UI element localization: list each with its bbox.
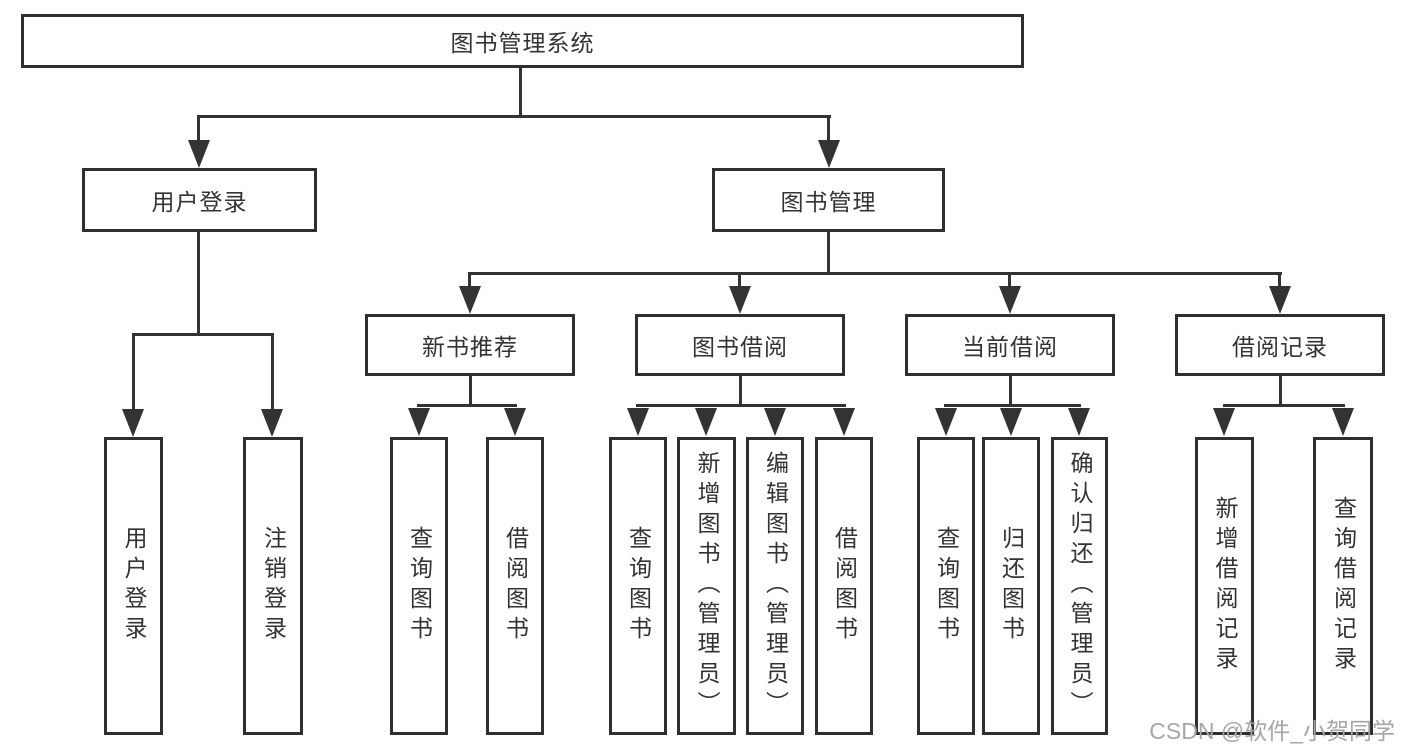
arrowhead-leaf-user-login	[122, 409, 144, 437]
connector-user-login-stem	[197, 232, 200, 335]
connector-book-management-hline	[468, 272, 1282, 275]
arrowhead-g3-query-book	[935, 408, 957, 436]
connector-stem-book-management	[827, 115, 830, 143]
connector-root-hline	[197, 115, 831, 118]
arrowhead-user-login	[188, 140, 210, 168]
node-new-book-recommend: 新书推荐	[365, 314, 575, 376]
connector-g2-hline	[636, 404, 846, 407]
connector-stem-leaf-logout	[271, 333, 274, 411]
arrowhead-g4-query-record	[1332, 408, 1354, 436]
leaf-logout: 注销登录	[243, 437, 303, 735]
arrowhead-book-management	[818, 140, 840, 168]
connector-g3-stem	[1009, 376, 1012, 407]
arrowhead-g2-add-book	[695, 408, 717, 436]
arrowhead-g1-query-book	[408, 408, 430, 436]
node-book-management: 图书管理	[712, 168, 945, 232]
leaf-confirm-return-admin: 确认归还（管理员）	[1051, 437, 1108, 735]
leaf-query-book-borrow: 查询图书	[609, 437, 667, 735]
arrowhead-leaf-logout	[261, 409, 283, 437]
connector-user-login-hline	[132, 333, 274, 336]
connector-book-management-stem	[827, 232, 830, 275]
connector-g1-stem	[469, 376, 472, 407]
leaf-borrow-book-recommend: 借阅图书	[486, 437, 544, 735]
connector-root-stem	[519, 68, 522, 117]
csdn-watermark: CSDN @软件_小贺同学	[1149, 718, 1395, 744]
connector-g4-hline	[1223, 404, 1345, 407]
connector-stem-new-book	[468, 272, 471, 290]
leaf-query-book-current: 查询图书	[917, 437, 975, 735]
arrowhead-borrow-records	[1269, 286, 1291, 314]
connector-g2-stem	[739, 376, 742, 407]
arrowhead-new-book	[459, 286, 481, 314]
arrowhead-g2-borrow-book	[833, 408, 855, 436]
connector-g3-hline	[944, 404, 1081, 407]
connector-stem-user-login	[197, 115, 200, 143]
leaf-user-login: 用户登录	[104, 437, 163, 735]
leaf-query-borrow-record: 查询借阅记录	[1313, 437, 1373, 735]
leaf-edit-book-admin: 编辑图书（管理员）	[746, 437, 804, 735]
arrowhead-g3-confirm-return	[1068, 408, 1090, 436]
node-user-login: 用户登录	[82, 168, 317, 232]
arrowhead-g2-edit-book	[764, 408, 786, 436]
node-book-borrow: 图书借阅	[635, 314, 845, 376]
node-borrow-records: 借阅记录	[1175, 314, 1385, 376]
arrowhead-g2-query-book	[627, 408, 649, 436]
leaf-borrow-book: 借阅图书	[815, 437, 873, 735]
connector-g4-stem	[1279, 376, 1282, 407]
connector-stem-book-borrow	[738, 272, 741, 290]
node-library-management-system: 图书管理系统	[21, 14, 1024, 68]
arrowhead-g1-borrow-book	[504, 408, 526, 436]
connector-stem-leaf-user-login	[132, 333, 135, 411]
node-current-borrow: 当前借阅	[905, 314, 1115, 376]
arrowhead-current-borrow	[999, 286, 1021, 314]
leaf-query-book-recommend: 查询图书	[390, 437, 448, 735]
arrowhead-g3-return-book	[1000, 408, 1022, 436]
connector-g1-hline	[417, 404, 517, 407]
leaf-add-borrow-record: 新增借阅记录	[1195, 437, 1254, 735]
arrowhead-g4-add-record	[1213, 408, 1235, 436]
connector-stem-current-borrow	[1008, 272, 1011, 290]
connector-stem-borrow-records	[1278, 272, 1281, 290]
leaf-return-book: 归还图书	[982, 437, 1040, 735]
arrowhead-book-borrow	[729, 286, 751, 314]
leaf-add-book-admin: 新增图书（管理员）	[677, 437, 736, 735]
